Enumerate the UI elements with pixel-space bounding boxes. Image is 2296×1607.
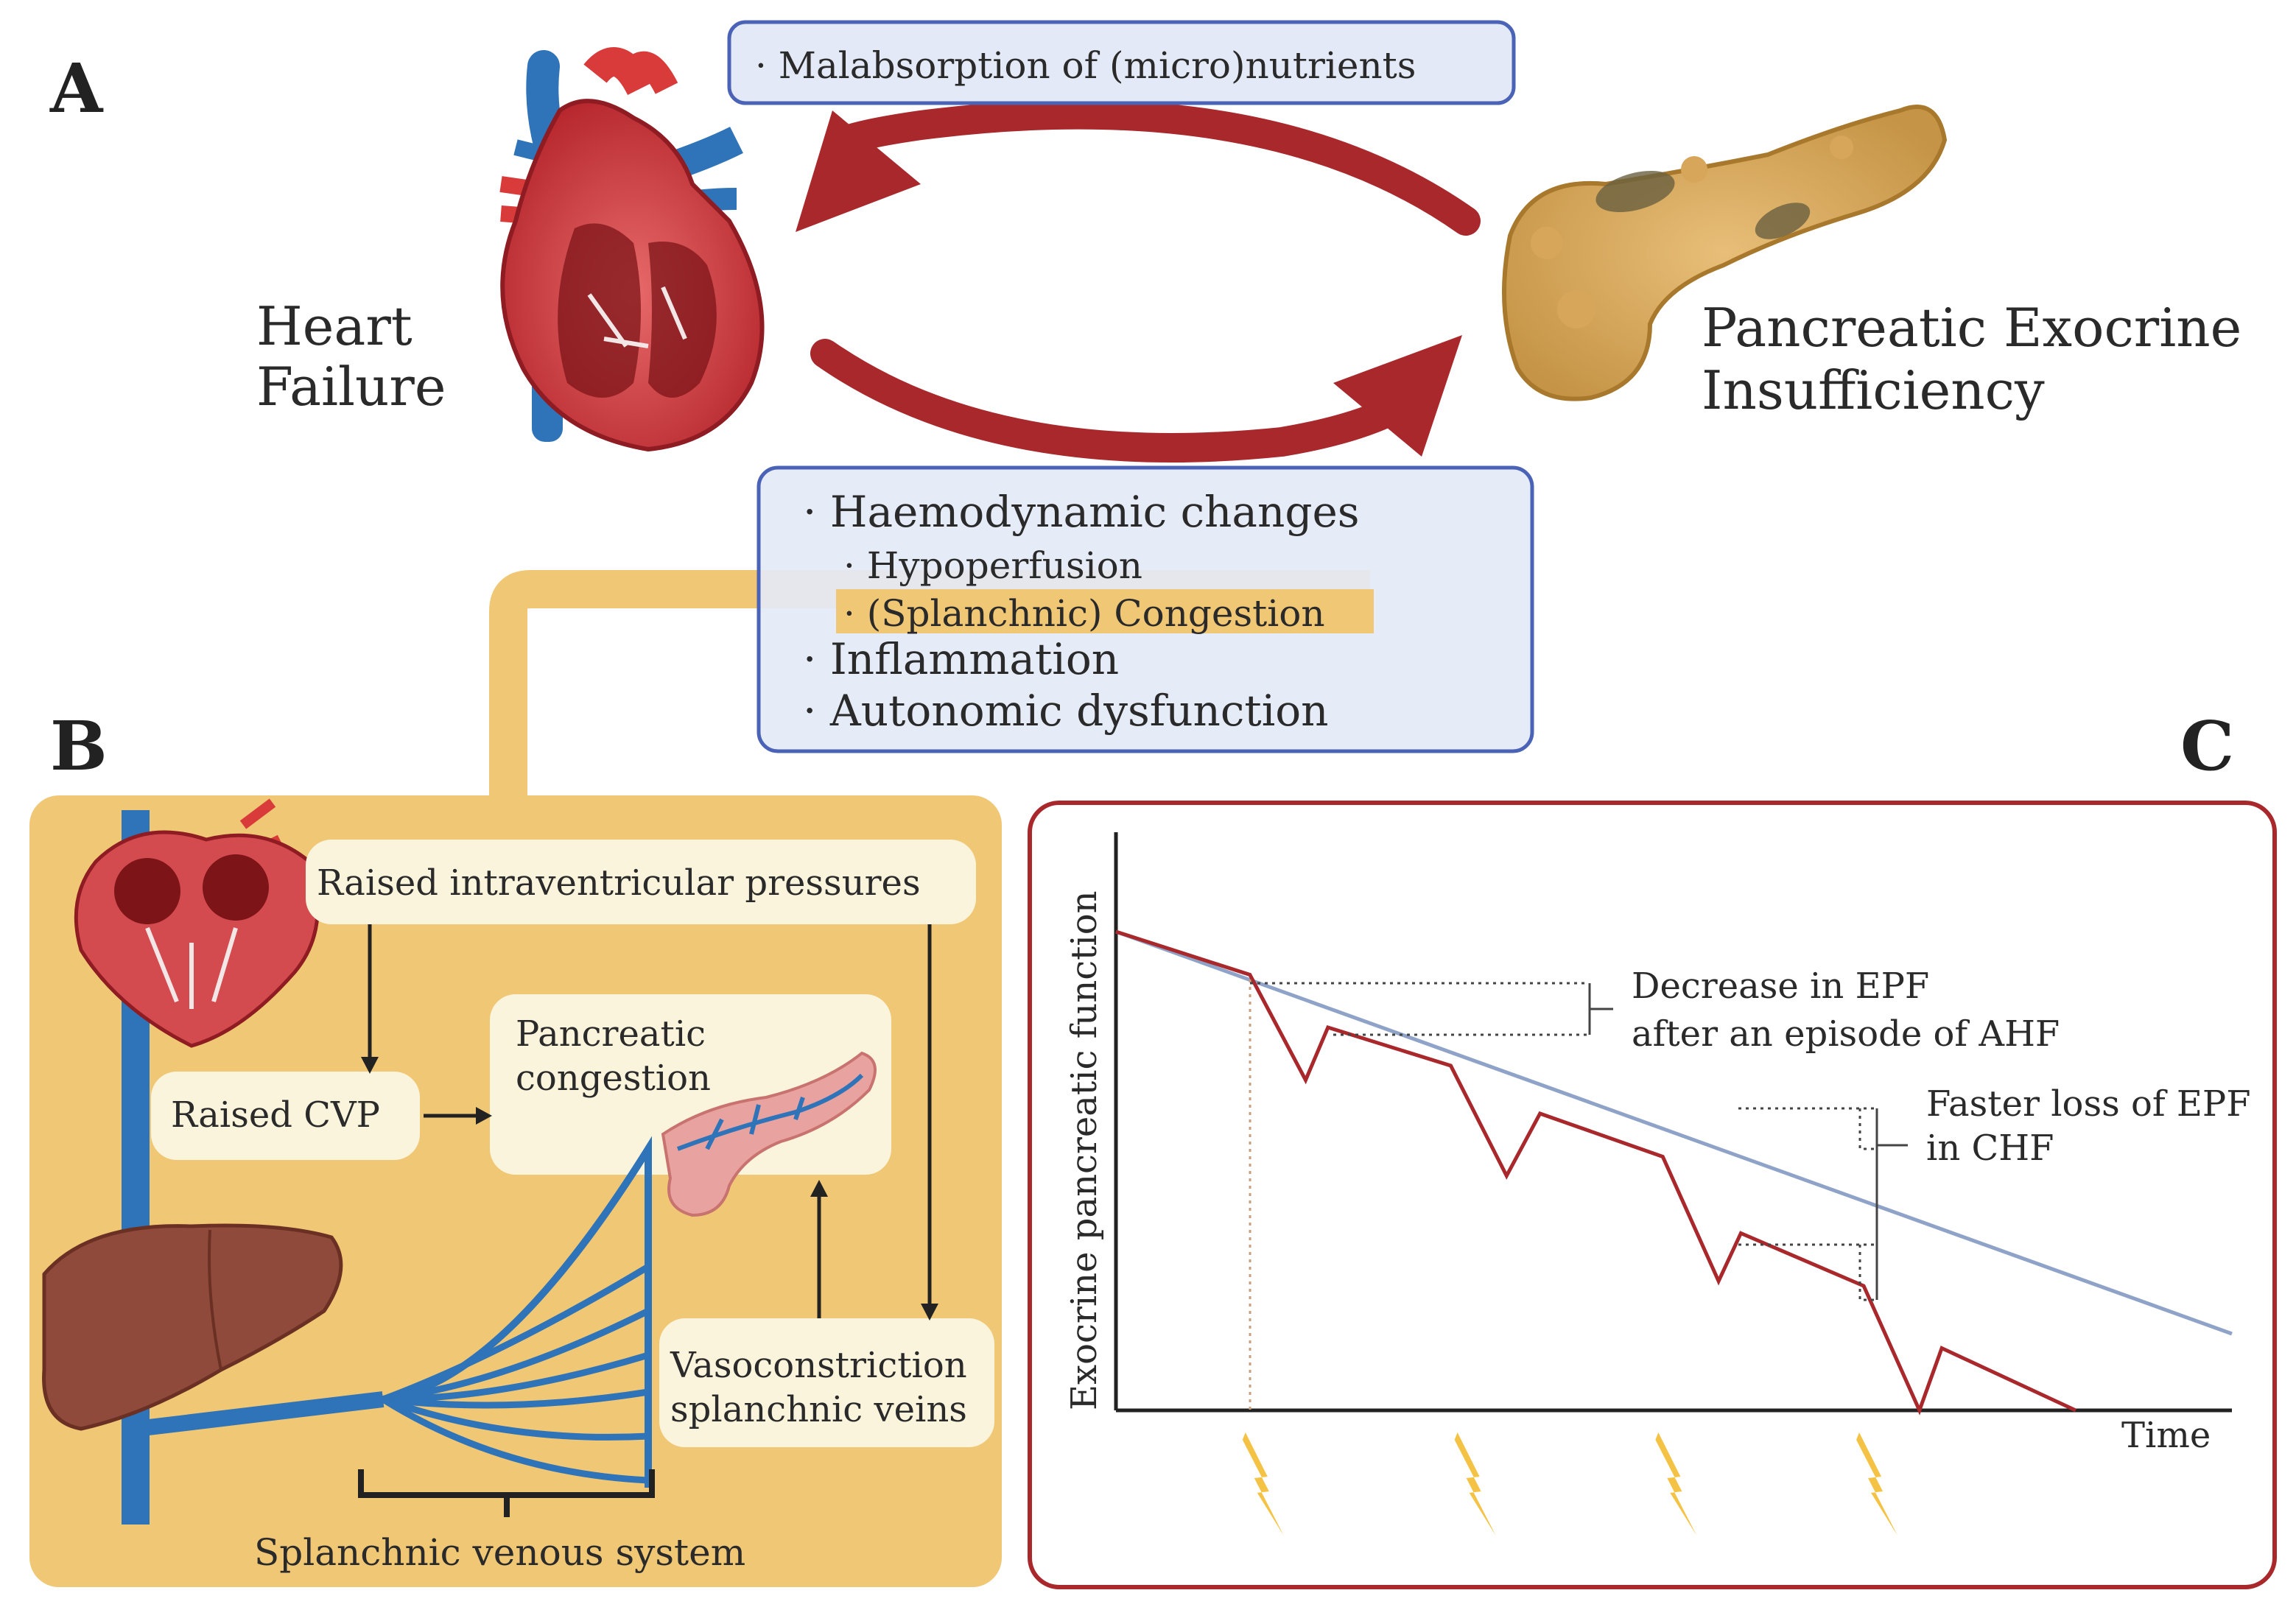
congestion-highlight	[836, 589, 1374, 633]
small-heart-icon	[74, 798, 320, 1048]
panel-letter-c: C	[2180, 706, 2234, 786]
b-connector	[489, 570, 766, 799]
mechanism-inflammation: · Inflammation	[803, 634, 1119, 684]
annotation-1-text: Decrease in EPF after an episode of AHF	[1632, 966, 2060, 1055]
pei-label: Pancreatic Exocrine Insufficiency	[1702, 297, 2258, 421]
ahf-events	[1242, 1432, 1898, 1536]
arrow-hf-to-pei	[810, 335, 1462, 463]
annotation-2-text: Faster loss of EPF in CHF	[1926, 1083, 2262, 1169]
splanchnic-bracket	[358, 1469, 655, 1517]
mechanism-autonomic: · Autonomic dysfunction	[803, 686, 1329, 736]
raised-pressures-box	[306, 840, 976, 924]
liver-icon	[42, 1223, 343, 1431]
raised-cvp-box	[151, 1072, 420, 1160]
vasoconstriction-box	[659, 1318, 994, 1447]
vasoconstriction-label: Vasoconstriction splanchnic veins	[670, 1345, 978, 1430]
mechanism-congestion: · (Splanchnic) Congestion	[843, 592, 1325, 635]
lightning-bolt-icon	[1655, 1432, 1697, 1536]
mechanism-haemodynamic: · Haemodynamic changes	[803, 487, 1360, 537]
pancreatic-congestion-label: Pancreatic congestion	[516, 1013, 717, 1099]
annotation-2-bracket	[1738, 1107, 1908, 1301]
normal-decline-line	[1115, 929, 2233, 1336]
raised-pressures-label: Raised intraventricular pressures	[317, 862, 921, 904]
small-pancreas-icon	[661, 1051, 877, 1217]
mechanisms-box: · Haemodynamic changes · Hypoperfusion ·…	[756, 465, 1534, 753]
x-axis-label: Time	[2121, 1415, 2211, 1456]
panel-letter-a: A	[49, 49, 104, 128]
splanchnic-veins	[135, 1136, 652, 1488]
splanchnic-system-label: Splanchnic venous system	[254, 1531, 745, 1574]
y-axis-label: Exocrine pancreatic function	[1064, 890, 1105, 1410]
panel-letter-b: B	[50, 706, 108, 786]
raised-cvp-label: Raised CVP	[171, 1094, 380, 1136]
heart-failure-label: Heart Failure	[256, 295, 446, 418]
mechanism-hypoperfusion: · Hypoperfusion	[843, 544, 1142, 587]
arrow-pei-to-hf	[796, 99, 1481, 236]
malabsorption-text: · Malabsorption of (micro)nutrients	[755, 44, 1416, 87]
panel-c-frame	[1028, 801, 2277, 1589]
heart-icon	[499, 47, 765, 452]
lightning-bolt-icon	[1856, 1432, 1898, 1536]
chart-plot-area: Exocrine pancreatic function Time Decrea…	[1064, 832, 2262, 1536]
annotation-1-bracket	[1250, 982, 1613, 1036]
lightning-bolt-icon	[1454, 1432, 1496, 1536]
pancreas-icon	[1502, 105, 1948, 401]
malabsorption-box: · Malabsorption of (micro)nutrients	[727, 20, 1516, 105]
panel-b-arrows	[361, 924, 938, 1321]
chf-decline-line	[1115, 929, 2076, 1416]
lightning-bolt-icon	[1242, 1432, 1284, 1536]
